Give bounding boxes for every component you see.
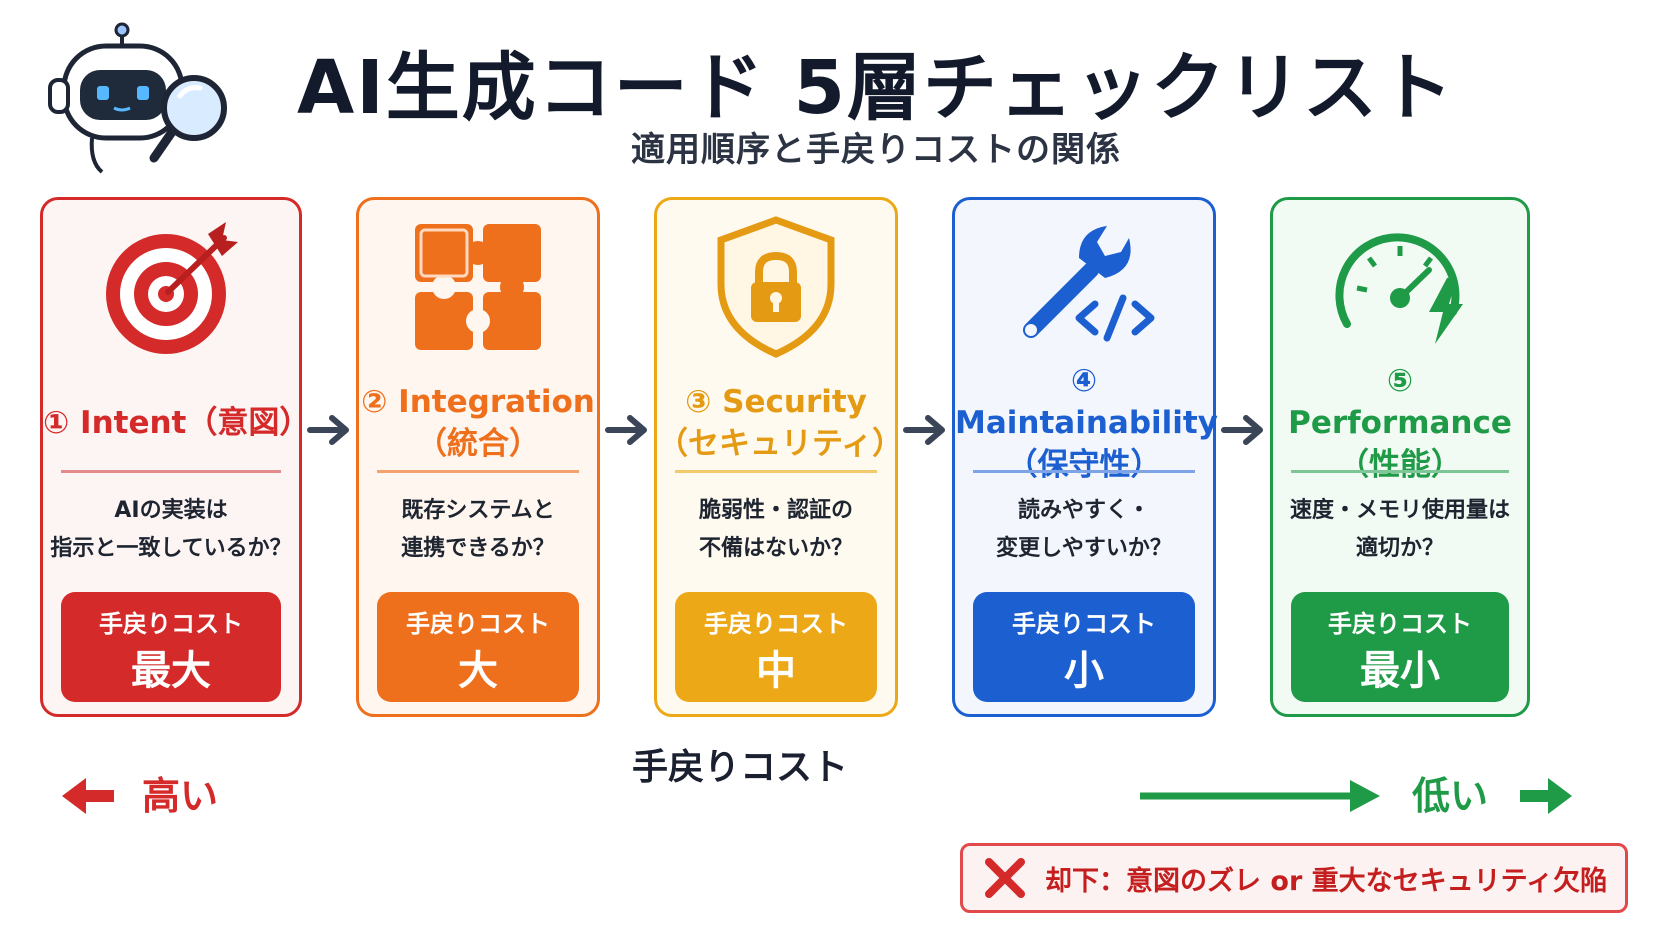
target-icon xyxy=(43,212,299,362)
layer-name: ③ Security （セキュリティ） xyxy=(657,384,904,462)
cost-badge: 手戻りコスト 最大 xyxy=(61,592,281,702)
reject-criteria-box: 却下：意図のズレ or 重大なセキュリティ欠陥 xyxy=(960,843,1628,913)
cost-badge: 手戻りコスト 中 xyxy=(675,592,877,702)
cost-value: 最小 xyxy=(1360,648,1440,694)
cost-label: 手戻りコスト xyxy=(99,610,243,638)
speedometer-icon xyxy=(1273,212,1527,362)
close-x-icon xyxy=(985,858,1025,898)
shield-lock-icon xyxy=(657,212,895,362)
cost-badge: 手戻りコスト 小 xyxy=(973,592,1195,702)
layer-card-intent: ① Intent（意図） AIの実装は 指示と一致しているか？ 手戻りコスト 最… xyxy=(40,197,311,717)
layer-name: ① Intent（意図） xyxy=(43,405,311,441)
layer-name: ④ Maintainability （保守性） xyxy=(955,363,1218,483)
layer-card-performance: ⑤ Performance （性能） 速度・メモリ使用量は 適切か？ 手戻りコス… xyxy=(1270,197,1530,717)
cost-gradient-arrow xyxy=(62,778,1572,814)
divider xyxy=(1291,470,1509,473)
layer-card-security: ③ Security （セキュリティ） 脆弱性・認証の 不備はないか？ 手戻りコ… xyxy=(654,197,904,717)
check-question: 脆弱性・認証の 不備はないか？ xyxy=(698,498,853,561)
cost-badge: 手戻りコスト 最小 xyxy=(1291,592,1509,702)
page-title: AI生成コード 5層チェックリスト xyxy=(296,45,1456,131)
cost-badge: 手戻りコスト 大 xyxy=(377,592,579,702)
layer-card-integration: ② Integration （統合） 既存システムと 連携できるか？ 手戻りコス… xyxy=(356,197,600,717)
divider xyxy=(61,470,281,473)
cost-high-label: 高い xyxy=(142,774,219,818)
arrow-right-icon xyxy=(1221,415,1263,445)
layer-card-maintainability: ④ Maintainability （保守性） 読みやすく・ 変更しやすいか？ … xyxy=(952,197,1218,717)
check-question: 読みやすく・ 変更しやすいか？ xyxy=(996,498,1172,561)
cost-label: 手戻りコスト xyxy=(1328,610,1472,638)
divider xyxy=(973,470,1195,473)
cost-value: 最大 xyxy=(131,648,211,694)
arrow-right-icon xyxy=(903,415,945,445)
arrow-left-icon xyxy=(62,778,114,814)
arrow-right-icon xyxy=(605,415,647,445)
divider xyxy=(377,470,579,473)
cost-label: 手戻りコスト xyxy=(1012,610,1156,638)
page-subtitle: 適用順序と手戻りコストの関係 xyxy=(631,130,1121,170)
reject-text: 却下：意図のズレ or 重大なセキュリティ欠陥 xyxy=(1045,865,1608,897)
check-question: 既存システムと 連携できるか？ xyxy=(401,498,555,561)
robot-mascot-icon xyxy=(48,22,227,174)
puzzle-icon xyxy=(359,212,597,362)
check-question: AIの実装は 指示と一致しているか？ xyxy=(50,498,292,561)
wrench-code-icon xyxy=(955,212,1213,362)
cost-value: 中 xyxy=(756,648,796,694)
check-question: 速度・メモリ使用量は 適切か？ xyxy=(1289,498,1510,561)
arrow-right-icon xyxy=(307,415,349,445)
cost-label: 手戻りコスト xyxy=(704,610,848,638)
layer-name: ② Integration （統合） xyxy=(361,384,595,462)
cost-value: 大 xyxy=(458,648,498,694)
cost-label: 手戻りコスト xyxy=(406,610,550,638)
divider xyxy=(675,470,877,473)
arrow-right-small-icon xyxy=(1520,778,1572,814)
cost-low-label: 低い xyxy=(1412,774,1489,818)
cost-value: 小 xyxy=(1064,648,1104,694)
scale-label: 手戻りコスト xyxy=(631,747,848,788)
layer-name: ⑤ Performance （性能） xyxy=(1288,363,1512,483)
